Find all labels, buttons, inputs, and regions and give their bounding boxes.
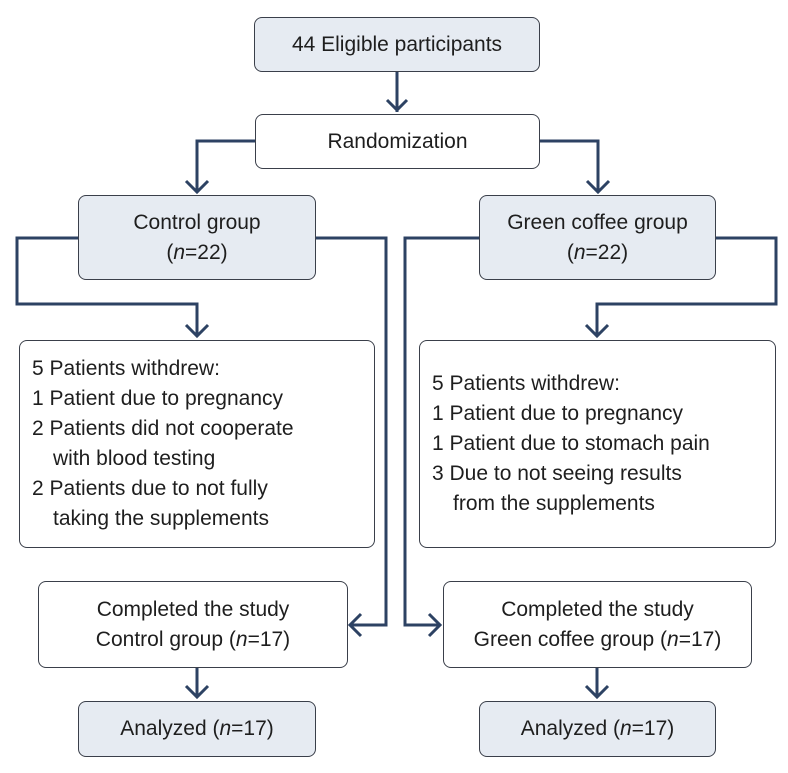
arrowhead-randomization bbox=[385, 98, 409, 113]
green-withdrawn-box: 5 Patients withdrew: 1 Patient due to pr… bbox=[419, 340, 776, 548]
green-coffee-group-title: Green coffee group bbox=[507, 210, 688, 234]
green-analyzed-text: Analyzed (n=17) bbox=[480, 714, 715, 744]
arrow-control-to-completed bbox=[316, 236, 388, 627]
control-analyzed-n-symbol: n bbox=[219, 717, 232, 740]
green-completed-box: Completed the study Green coffee group (… bbox=[443, 581, 752, 668]
control-withdrawn-box: 5 Patients withdrew: 1 Patient due to pr… bbox=[19, 340, 375, 548]
control-group-n: (n=22) bbox=[79, 238, 315, 268]
green-completed-prefix: Green coffee group ( bbox=[473, 627, 668, 651]
green-analyzed-prefix: Analyzed ( bbox=[520, 717, 620, 740]
control-analyzed-text: Analyzed (n=17) bbox=[79, 714, 315, 744]
green-analyzed-box: Analyzed (n=17) bbox=[479, 701, 716, 757]
arrow-randomization-to-green bbox=[540, 139, 600, 192]
green-completed-line2: Green coffee group (n=17) bbox=[444, 625, 751, 655]
arrow-green-to-completed bbox=[403, 236, 479, 627]
green-completed-n-value: =17) bbox=[678, 627, 722, 651]
arrowhead-green-withdrawn bbox=[584, 323, 610, 339]
control-completed-prefix: Control group ( bbox=[95, 627, 236, 651]
arrowhead-control-analyzed bbox=[184, 684, 210, 700]
eligible-participants-text: 44 Eligible participants bbox=[291, 32, 503, 56]
control-group-n-prefix: ( bbox=[166, 240, 174, 264]
control-group-title: Control group bbox=[133, 210, 261, 234]
control-withdrawn-line: 1 Patient due to pregnancy bbox=[32, 387, 284, 410]
green-withdrawn-line: 5 Patients withdrew: bbox=[432, 372, 620, 395]
arrowhead-green-analyzed bbox=[584, 684, 610, 700]
randomization-text: Randomization bbox=[327, 129, 468, 153]
eligible-participants-box: 44 Eligible participants bbox=[254, 17, 540, 72]
green-withdrawn-line: from the supplements bbox=[453, 492, 655, 515]
arrowhead-control-group bbox=[184, 179, 210, 195]
green-group-n-symbol: n bbox=[573, 240, 586, 264]
arrowhead-green-completed bbox=[427, 612, 443, 638]
control-completed-line2: Control group (n=17) bbox=[39, 625, 347, 655]
arrowhead-control-withdrawn bbox=[184, 323, 210, 339]
green-completed-line1: Completed the study bbox=[501, 597, 694, 621]
control-completed-n-symbol: n bbox=[235, 627, 248, 651]
green-coffee-group-n: (n=22) bbox=[480, 238, 715, 268]
control-analyzed-n-value: =17) bbox=[231, 717, 274, 740]
green-analyzed-n-value: =17) bbox=[631, 717, 675, 740]
control-withdrawn-line: 2 Patients did not cooperate bbox=[32, 417, 294, 440]
green-withdrawn-line: 3 Due to not seeing results bbox=[432, 462, 682, 485]
green-coffee-group-box: Green coffee group (n=22) bbox=[479, 195, 716, 280]
control-completed-n-value: =17) bbox=[247, 627, 291, 651]
control-group-n-symbol: n bbox=[173, 240, 186, 264]
arrow-randomization-to-control bbox=[195, 139, 255, 192]
control-withdrawn-line: with blood testing bbox=[53, 447, 216, 470]
green-group-n-value: =22) bbox=[585, 240, 629, 264]
control-completed-box: Completed the study Control group (n=17) bbox=[38, 581, 348, 668]
green-withdrawn-line: 1 Patient due to stomach pain bbox=[432, 432, 710, 455]
control-withdrawn-line: taking the supplements bbox=[53, 507, 269, 530]
green-group-n-prefix: ( bbox=[566, 240, 574, 264]
arrowhead-green-group bbox=[585, 179, 611, 195]
arrow-green-to-withdrawn bbox=[595, 236, 778, 336]
control-group-box: Control group (n=22) bbox=[78, 195, 316, 280]
control-analyzed-box: Analyzed (n=17) bbox=[78, 701, 316, 757]
control-withdrawn-line: 5 Patients withdrew: bbox=[32, 357, 220, 380]
green-analyzed-n-symbol: n bbox=[619, 717, 632, 740]
arrowhead-control-completed bbox=[347, 612, 363, 638]
green-withdrawn-line: 1 Patient due to pregnancy bbox=[432, 402, 684, 425]
arrow-control-to-withdrawn bbox=[15, 236, 199, 336]
control-group-n-value: =22) bbox=[185, 240, 228, 264]
green-completed-n-symbol: n bbox=[667, 627, 679, 651]
control-withdrawn-line: 2 Patients due to not fully bbox=[32, 477, 268, 500]
control-completed-line1: Completed the study bbox=[96, 597, 290, 621]
randomization-box: Randomization bbox=[255, 114, 540, 169]
control-analyzed-prefix: Analyzed ( bbox=[120, 717, 220, 740]
